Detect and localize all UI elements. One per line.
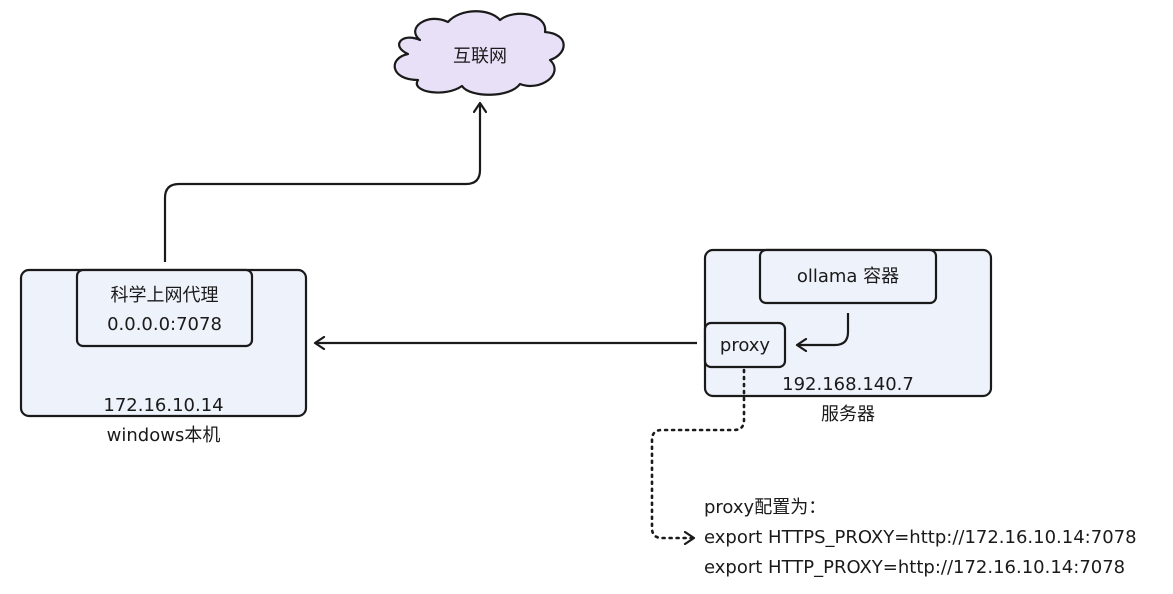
ollama-container-label: ollama 容器 <box>796 266 900 287</box>
note-title: proxy配置为： <box>704 497 827 518</box>
windows-host-name: windows本机 <box>106 425 221 446</box>
server-ip: 192.168.140.7 <box>782 374 914 395</box>
proxy-service-address: 0.0.0.0:7078 <box>107 314 222 335</box>
server-proxy-label: proxy <box>719 335 771 356</box>
edge-proxy-to-note <box>650 368 746 538</box>
windows-host-ip: 172.16.10.14 <box>103 395 224 416</box>
proxy-service-name: 科学上网代理 <box>110 285 219 306</box>
edge-host-to-internet <box>163 104 480 262</box>
note-line-http: export HTTP_PROXY=http://172.16.10.14:70… <box>704 557 1126 578</box>
server-name: 服务器 <box>821 404 875 425</box>
internet-label: 互联网 <box>453 46 507 67</box>
ollama-container-box <box>758 248 938 305</box>
server-proxy-box <box>703 321 787 369</box>
note-line-https: export HTTPS_PROXY=http://172.16.10.14:7… <box>704 527 1137 548</box>
internet-cloud-shape <box>393 10 565 96</box>
edge-ollama-to-proxy <box>798 313 850 345</box>
proxy-service-box <box>75 268 254 348</box>
